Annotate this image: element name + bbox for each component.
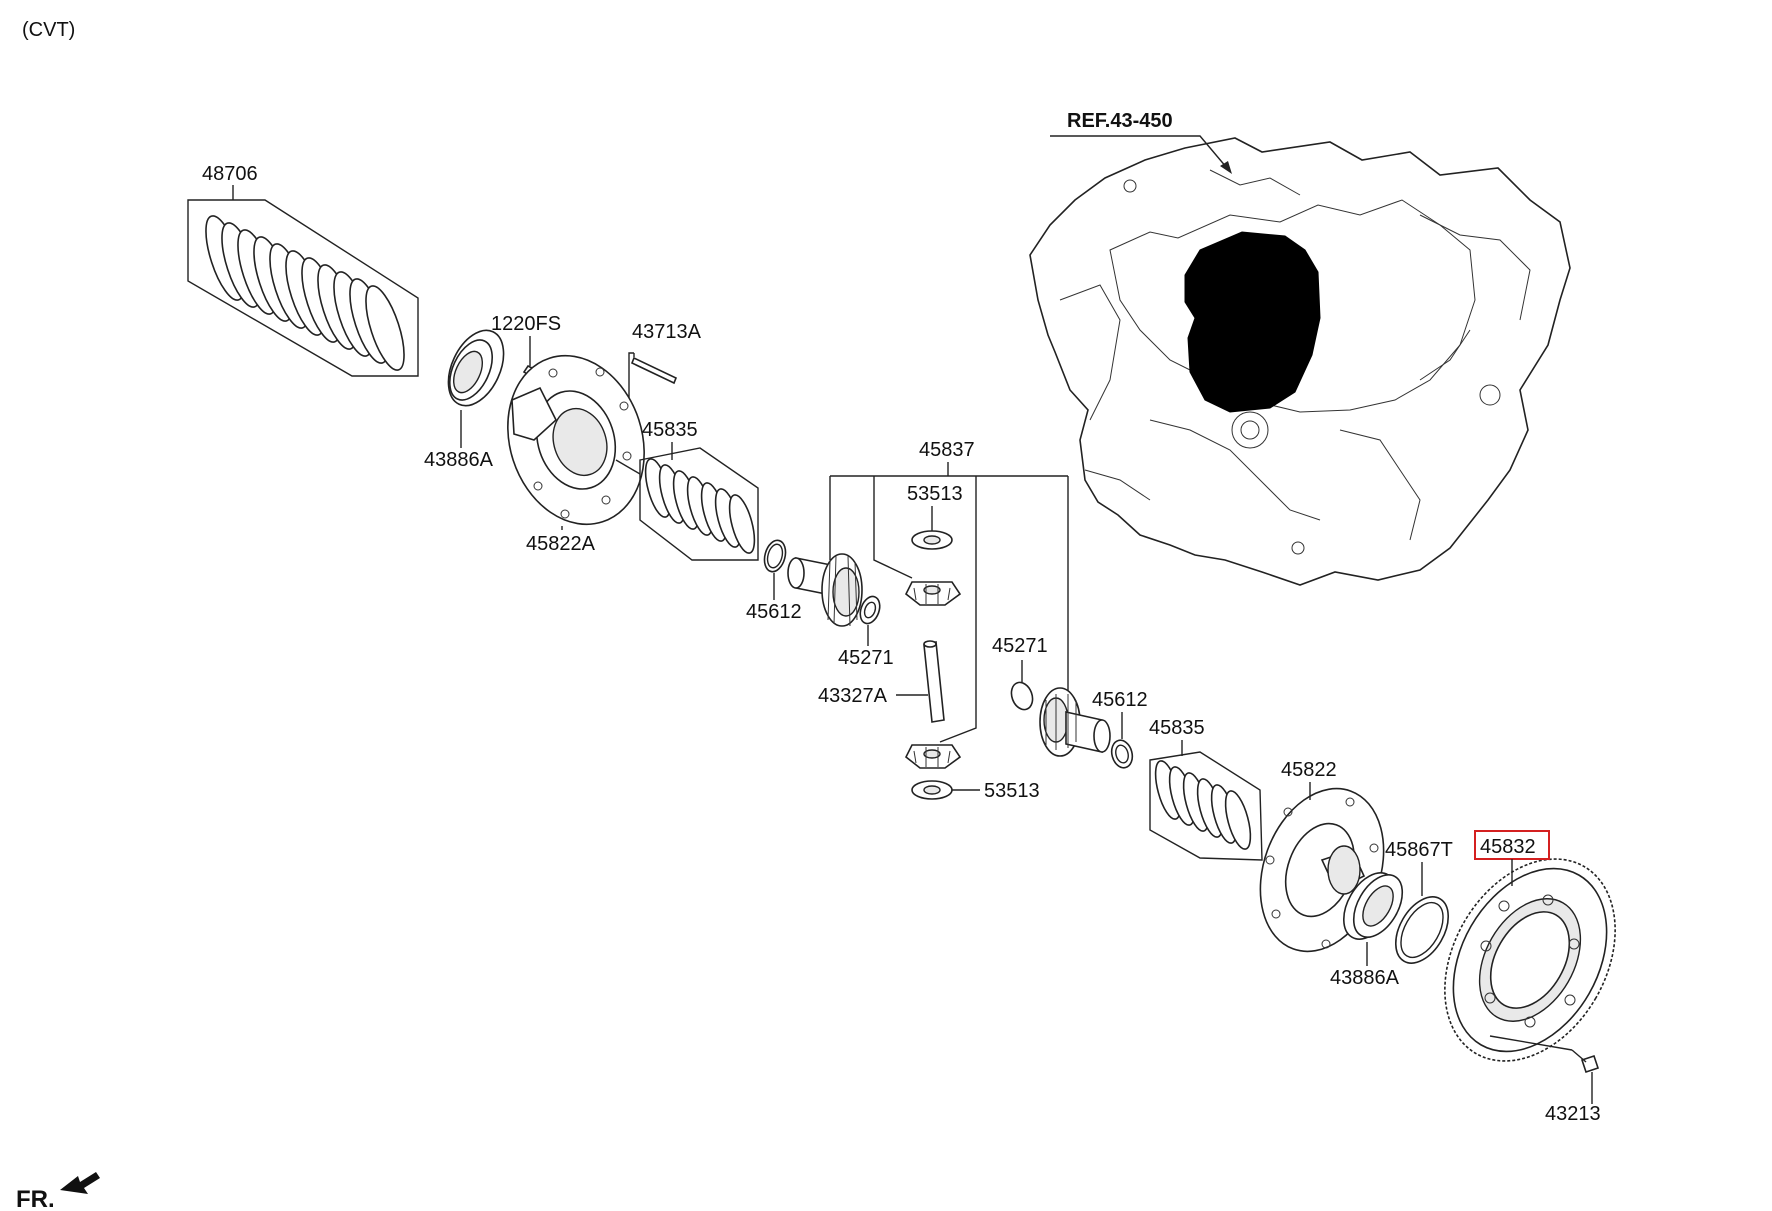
part-label-53513-top: 53513 (907, 483, 963, 505)
part-label-43213: 43213 (1545, 1103, 1601, 1125)
part-label-45837: 45837 (919, 439, 975, 461)
clutch-pack-45835-bottom (1149, 751, 1263, 861)
snap-ring-45612-right (1110, 739, 1134, 769)
ref-label: REF.43-450 (1067, 110, 1173, 132)
transmission-housing (1029, 137, 1571, 586)
part-label-45835-bottom: 45835 (1149, 717, 1205, 739)
case-half-45822A (507, 354, 645, 526)
part-label-43327A: 43327A (818, 685, 888, 707)
part-label-45271-left: 45271 (838, 647, 894, 669)
part-label-43713A: 43713A (632, 321, 702, 343)
model-label: (CVT) (22, 19, 75, 41)
part-label-45835-top: 45835 (642, 419, 698, 441)
part-label-45822A: 45822A (526, 533, 596, 555)
bearing-43886A-top (447, 329, 505, 407)
pinion-gear-bottom (904, 744, 962, 769)
pinion-shaft-43327A (923, 640, 945, 723)
snap-ring-45612-left (763, 539, 787, 573)
differential-opening-shape (1184, 231, 1321, 413)
part-label-53513-bottom: 53513 (984, 780, 1040, 802)
pin-43713A (630, 356, 678, 385)
part-label-48706: 48706 (202, 163, 258, 185)
part-label-45612-left: 45612 (746, 601, 802, 623)
thrust-washer-45271-left (859, 595, 881, 625)
bearing-43886A-bottom (1342, 872, 1404, 940)
part-label-45612-right: 45612 (1092, 689, 1148, 711)
thrust-washer-53513-bottom (911, 780, 953, 800)
bolt-43213 (1571, 1049, 1600, 1074)
front-direction-label: FR. (16, 1186, 55, 1211)
part-label-43886A-top: 43886A (424, 449, 494, 471)
part-label-1220FS: 1220FS (491, 313, 561, 335)
case-half-45822 (1259, 787, 1385, 953)
arrow-front-icon (60, 1172, 100, 1194)
thrust-washer-45271-right (1010, 681, 1034, 711)
thrust-washer-53513-top (911, 530, 953, 550)
side-gear-right (1039, 687, 1111, 757)
clutch-pack-45835-top (639, 447, 759, 561)
part-label-45832: 45832 (1480, 836, 1536, 858)
side-gear-left (787, 553, 863, 627)
part-label-45271-right: 45271 (992, 635, 1048, 657)
shim-ring-45867T (1394, 896, 1450, 964)
ring-gear-45832 (1444, 858, 1616, 1062)
pinion-gear-top (904, 581, 962, 606)
shim-set-48706 (187, 199, 419, 377)
part-label-45867T: 45867T (1385, 839, 1453, 861)
part-label-43886A-bottom: 43886A (1330, 967, 1400, 989)
part-label-45822: 45822 (1281, 759, 1337, 781)
